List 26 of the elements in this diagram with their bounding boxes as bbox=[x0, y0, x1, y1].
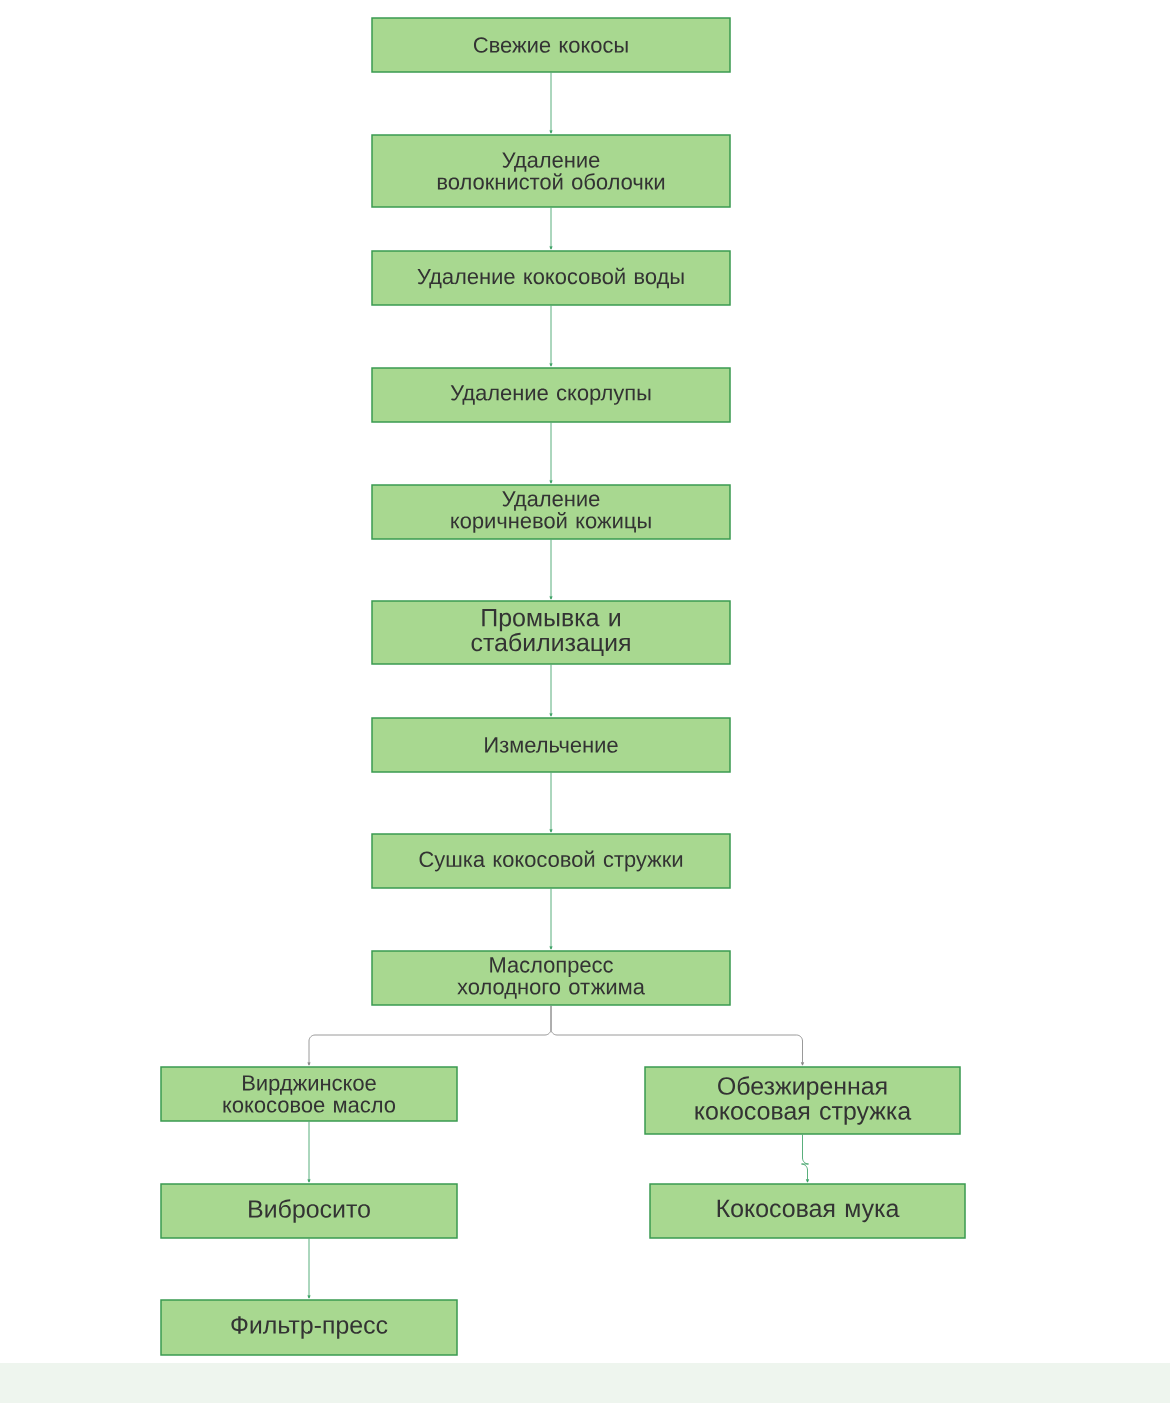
process-box: Вибросито bbox=[160, 1183, 458, 1239]
process-box: Измельчение bbox=[371, 717, 731, 773]
process-box: Маслопресс холодного отжима bbox=[371, 950, 731, 1006]
process-box: Удаление скорлупы bbox=[371, 367, 731, 423]
arrow bbox=[549, 888, 553, 950]
process-box: Фильтр-пресс bbox=[160, 1299, 458, 1356]
arrow bbox=[549, 664, 553, 717]
arrow bbox=[549, 72, 553, 134]
process-box: Удаление волокнистой оболочки bbox=[371, 134, 731, 208]
process-box: Кокосовая мука bbox=[649, 1183, 966, 1239]
arrow bbox=[801, 1134, 809, 1183]
process-box: Сушка кокосовой стружки bbox=[371, 833, 731, 889]
process-box: Удаление кокосовой воды bbox=[371, 250, 731, 306]
process-box: Промывка и стабилизация bbox=[371, 600, 731, 665]
arrow bbox=[307, 1121, 311, 1183]
arrow bbox=[549, 422, 553, 484]
arrow bbox=[550, 1005, 804, 1066]
arrow bbox=[307, 1238, 311, 1299]
process-box: Удаление коричневой кожицы bbox=[371, 484, 731, 540]
process-box: Свежие кокосы bbox=[371, 17, 731, 73]
arrow bbox=[549, 305, 553, 367]
arrow bbox=[549, 772, 553, 833]
arrow bbox=[549, 539, 553, 600]
process-box: Вирджинское кокосовое масло bbox=[160, 1066, 458, 1122]
arrow bbox=[549, 207, 553, 250]
process-box: Обезжиренная кокосовая стружка bbox=[644, 1066, 961, 1135]
